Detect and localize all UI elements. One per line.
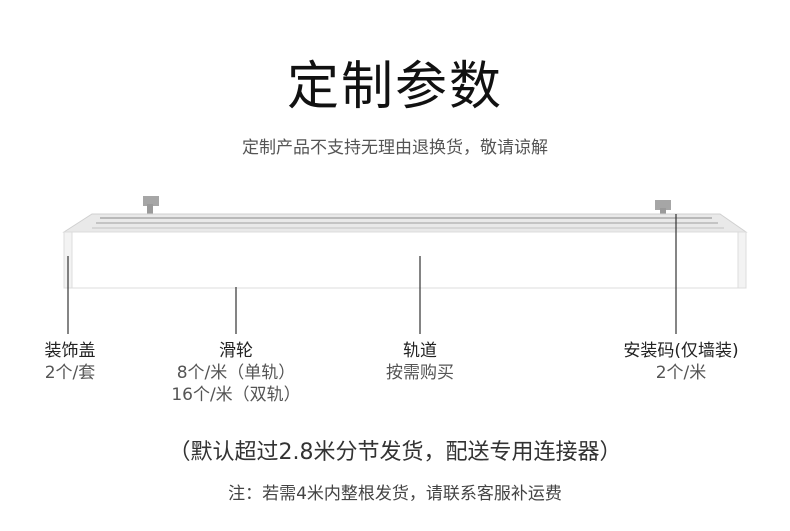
end-cap-right: [737, 231, 747, 289]
page-subtitle: 定制产品不支持无理由退换货，敬请谅解: [242, 138, 548, 158]
part-label-cover: 装饰盖 2个/套: [20, 340, 120, 384]
rail-front-face: [63, 231, 747, 289]
part-name: 安装码(仅墙装): [623, 341, 739, 361]
part-spec: 按需购买: [386, 363, 454, 383]
shipping-note: （默认超过2.8米分节发货，配送专用连接器）: [168, 440, 622, 465]
part-label-bracket: 安装码(仅墙装) 2个/米: [596, 340, 766, 384]
part-name: 滑轮: [219, 341, 253, 361]
part-spec: 2个/米: [655, 363, 707, 383]
page-title: 定制参数: [286, 57, 503, 117]
part-spec: 2个/套: [44, 363, 96, 383]
part-name: 轨道: [403, 341, 437, 361]
part-label-pulley: 滑轮 8个/米（单轨） 16个/米（双轨）: [156, 340, 316, 406]
part-spec: 8个/米（单轨）: [176, 363, 296, 383]
shipping-subnote: 注：若需4米内整根发货，请联系客服补运费: [228, 484, 562, 504]
part-name: 装饰盖: [44, 341, 96, 361]
part-spec: 16个/米（双轨）: [171, 385, 301, 405]
part-label-track: 轨道 按需购买: [360, 340, 480, 384]
